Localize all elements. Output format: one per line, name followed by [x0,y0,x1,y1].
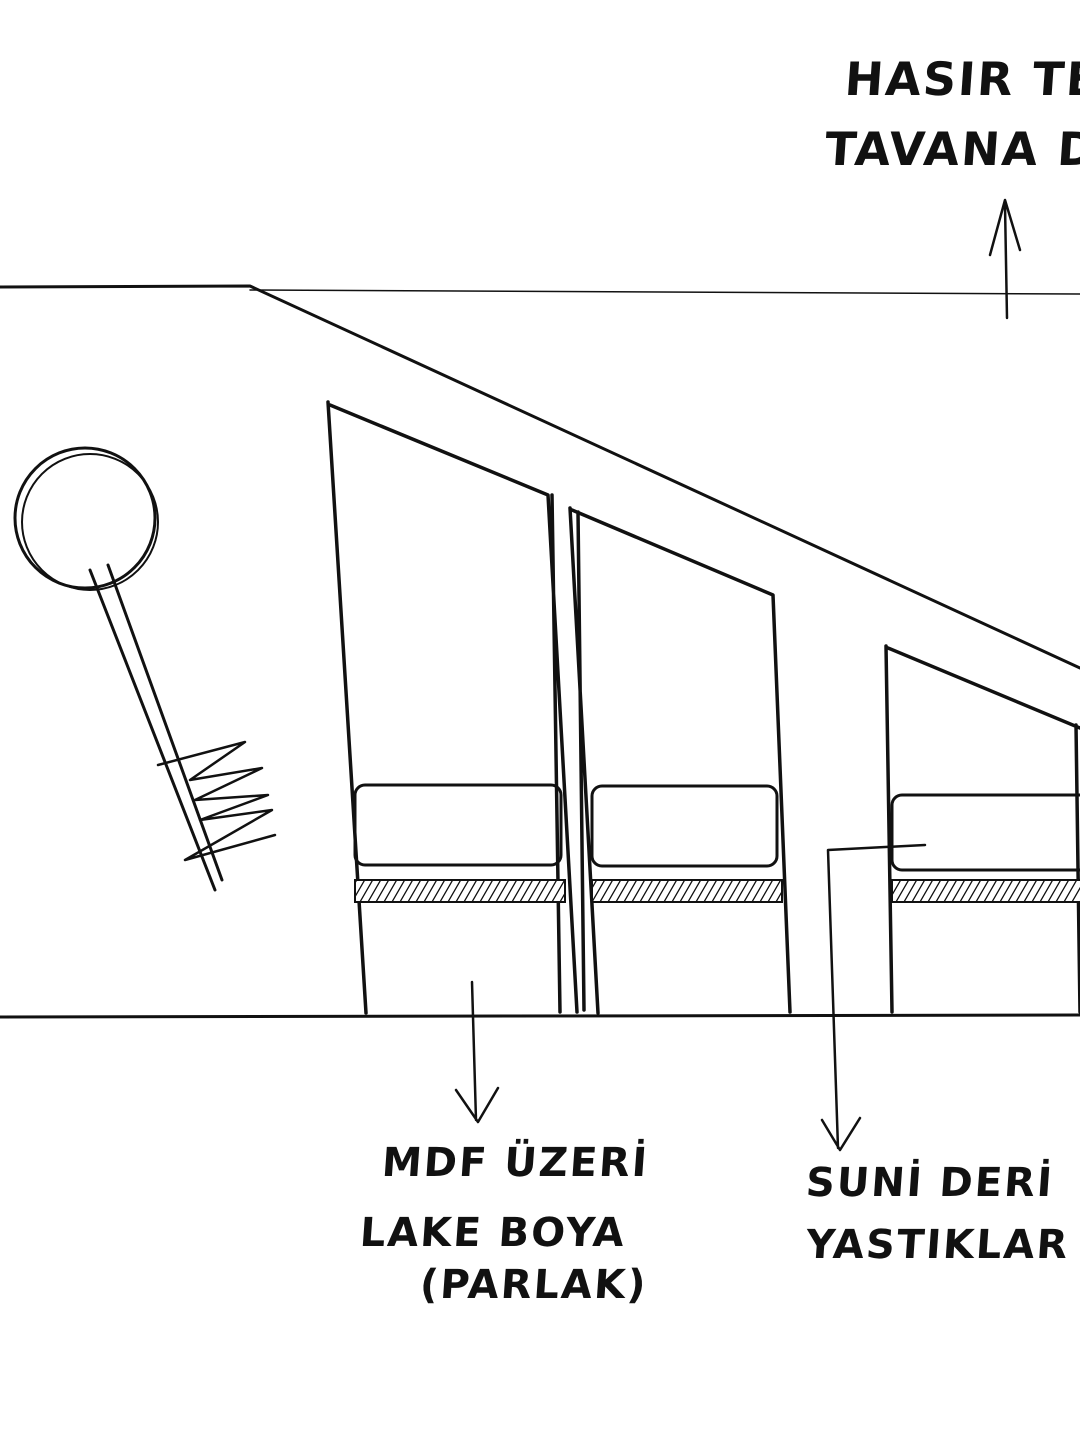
floor-line [0,1013,1080,1019]
cushion-note-line1: SUNİ DERİ [804,1160,1056,1206]
mdf-note-line1: MDF ÜZERİ [380,1140,651,1186]
pendant-lamp-icon [13,446,277,892]
mdf-note-line3: (PARLAK) [418,1262,650,1308]
ceiling-note-line2: TAVANA D [823,122,1080,176]
ceiling-reference-line [249,289,1080,295]
niche-1 [326,400,579,1015]
cushion-note-line2: YASTIKLAR [804,1222,1071,1268]
mdf-note-line2: LAKE BOYA [358,1210,628,1256]
arrow-up-icon [988,198,1022,320]
arrow-down-icon [820,843,927,1152]
niche-3 [884,644,1080,1014]
arrow-down-icon [454,980,500,1124]
ceiling-note-line1: HASIR TEL [843,52,1080,106]
niche-2 [568,506,792,1015]
sloped-ceiling-line [0,284,1080,670]
